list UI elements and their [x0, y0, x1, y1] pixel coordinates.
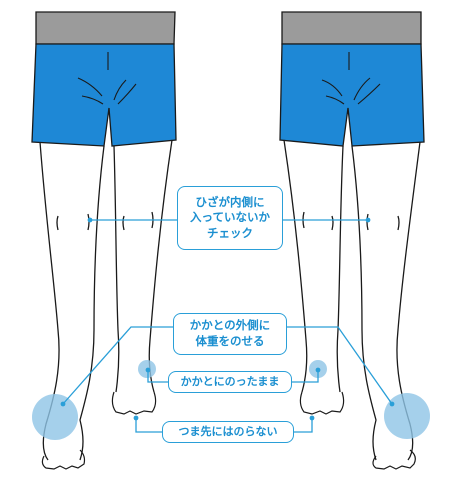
left-legs: [39, 139, 173, 461]
heel-outer-line-2: 体重をのせる: [195, 334, 265, 348]
knee-callout-line-3: チェック: [207, 225, 253, 240]
right-shirt: [281, 11, 422, 45]
heel-stay-text: かかとにのったまま: [180, 374, 280, 388]
left-shirt: [35, 11, 176, 45]
toe-callout: つま先にはのらない: [162, 421, 294, 443]
right-shorts: [279, 43, 425, 147]
knee-check-callout: ひざが内側に 入っていないか チェック: [177, 186, 283, 250]
heel-outer-weight-callout: かかとの外側に 体重をのせる: [173, 313, 287, 355]
knee-callout-line-2: 入っていないか: [190, 210, 270, 225]
left-shorts: [31, 43, 177, 147]
heel-stay-callout: かかとにのったまま: [168, 371, 292, 393]
right-shorts-creases: [321, 52, 381, 105]
leader-lines: [62, 219, 393, 433]
highlights: [32, 360, 430, 440]
right-feet: [299, 391, 416, 470]
toe-text: つま先にはのらない: [178, 424, 278, 438]
right-foot-highlight: [384, 393, 430, 439]
left-foot-highlight: [32, 394, 78, 440]
left-feet: [41, 391, 157, 470]
heel-outer-line-1: かかとの外側に: [189, 318, 271, 333]
left-figure: [31, 11, 177, 470]
leader-dots: [60, 217, 395, 421]
left-shorts-creases: [77, 52, 137, 105]
right-figure: [279, 11, 425, 470]
knee-callout-line-1: ひざが内側に: [195, 194, 265, 209]
